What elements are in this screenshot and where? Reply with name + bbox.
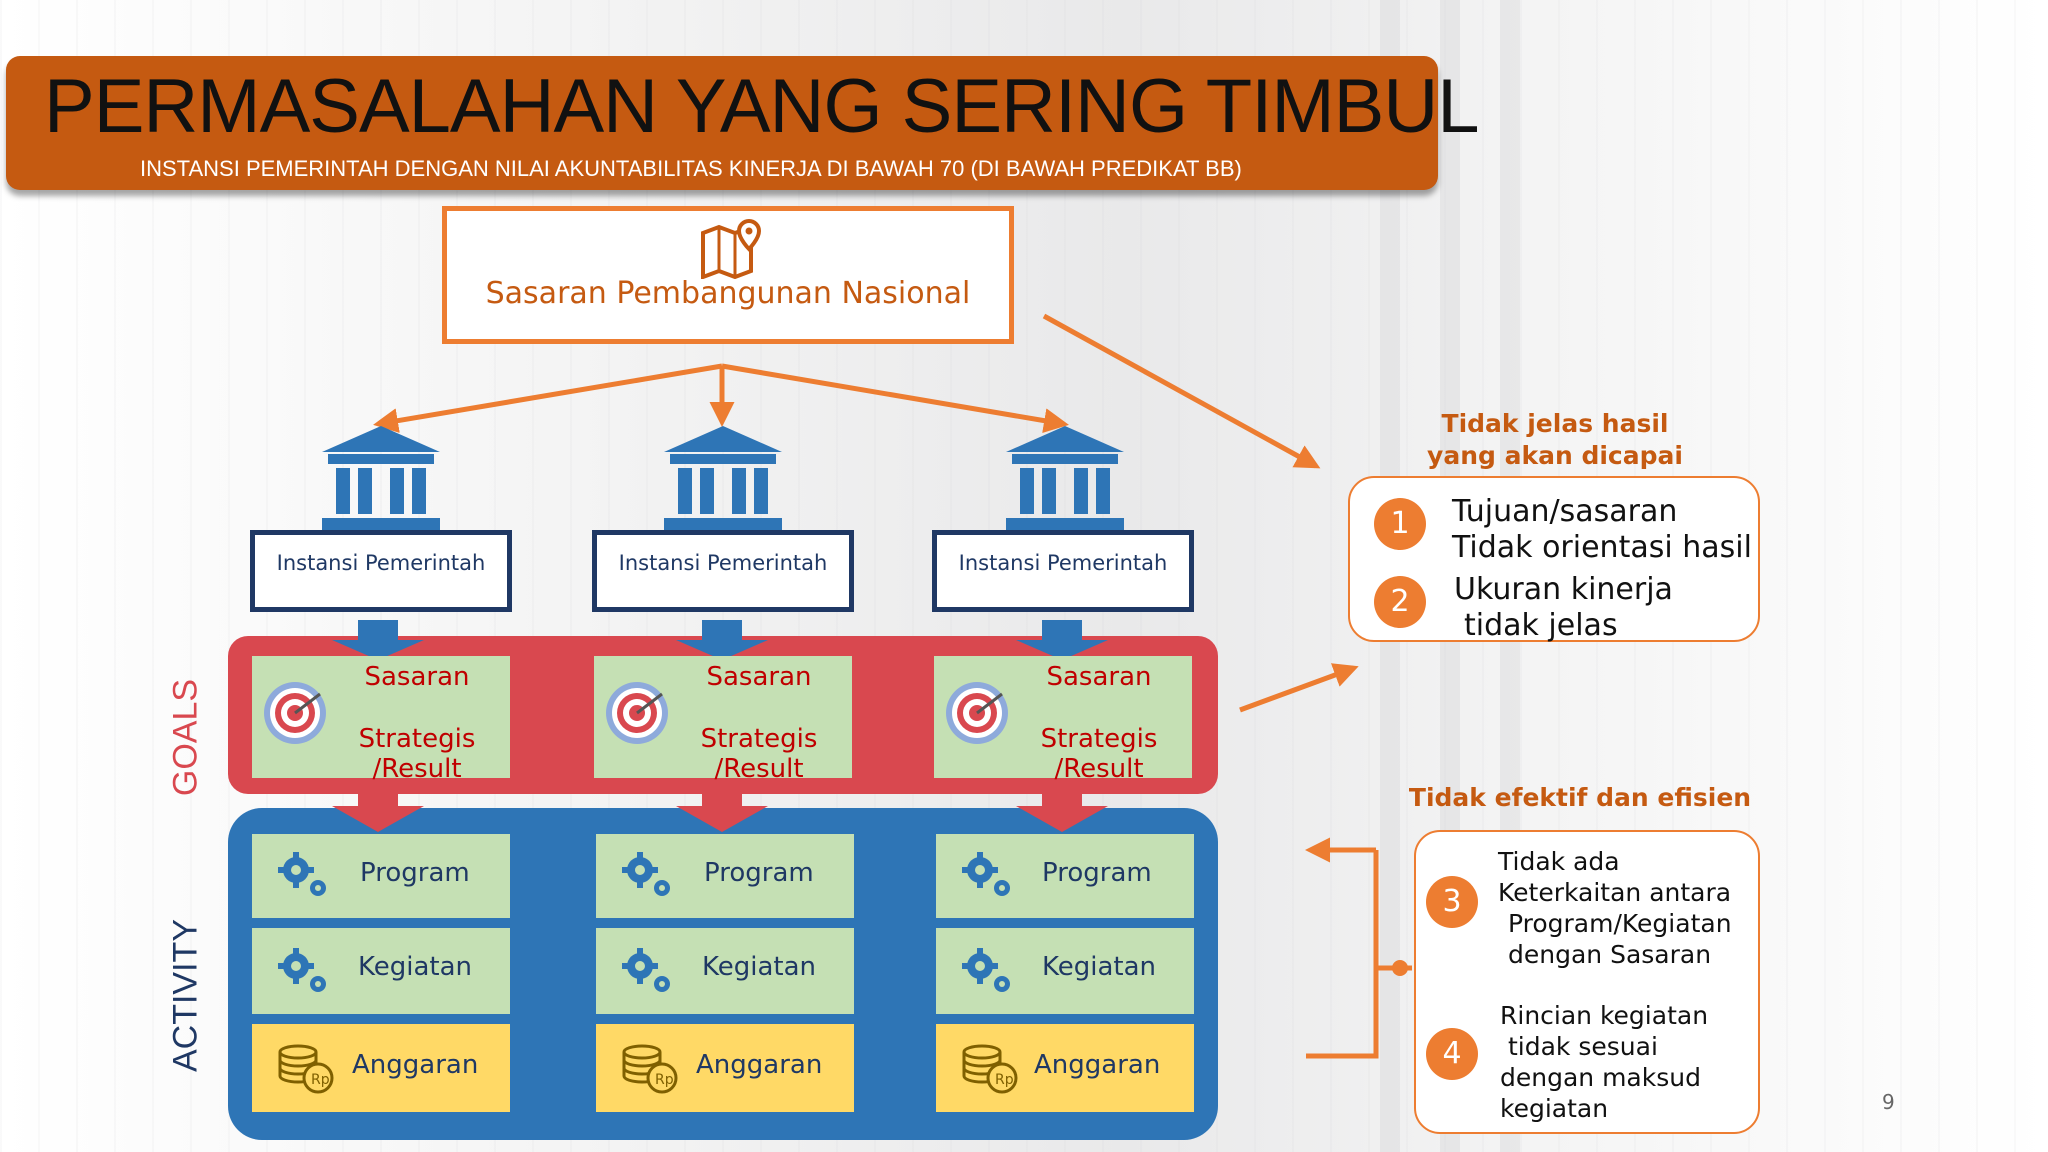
issue-1-line2: Tidak orientasi hasil	[1452, 530, 1752, 565]
instansi-box-3: Instansi Pemerintah	[932, 530, 1194, 612]
gears-icon	[278, 852, 326, 896]
result-label: /Result	[1054, 754, 1144, 784]
target-icon	[264, 682, 326, 744]
issue-box-goals: 1 Tujuan/sasaran Tidak orientasi hasil 2…	[1348, 476, 1760, 643]
page-subtitle: INSTANSI PEMERINTAH DENGAN NILAI AKUNTAB…	[140, 156, 1242, 181]
anggaran-label: Anggaran	[696, 1050, 823, 1080]
issue-3-line3: Program/Kegiatan	[1508, 909, 1732, 938]
kegiatan-label: Kegiatan	[702, 952, 817, 982]
title-bar	[6, 56, 1438, 190]
sasaran-strategis-box-2: Sasaran Strategis /Result	[594, 656, 852, 784]
coins-icon: Rp	[278, 1044, 334, 1094]
government-building-icon	[322, 426, 440, 530]
gears-icon	[962, 852, 1010, 896]
svg-text:Rp: Rp	[655, 1072, 674, 1088]
anggaran-box-1: Rp Anggaran	[252, 1024, 510, 1112]
issue-3-line2: Keterkaitan antara	[1498, 878, 1732, 907]
anggaran-box-3: Rp Anggaran	[936, 1024, 1194, 1112]
coins-icon: Rp	[622, 1044, 678, 1094]
arrow-from-goals	[1239, 663, 1359, 713]
program-label: Program	[360, 858, 470, 888]
map-icon	[701, 219, 762, 279]
coins-icon: Rp	[962, 1044, 1018, 1094]
instansi-box-2: Instansi Pemerintah	[592, 530, 854, 612]
issue-number-4: 4	[1426, 1028, 1478, 1080]
arrow-to-issue-goals	[1042, 313, 1321, 469]
kegiatan-box-2: Kegiatan	[596, 928, 854, 1014]
instansi-box-1: Instansi Pemerintah	[250, 530, 512, 612]
svg-text:Rp: Rp	[995, 1072, 1014, 1088]
issue-3-line4: dengan Sasaran	[1508, 940, 1712, 969]
issue-heading-goals-line2: yang akan dicapai	[1427, 441, 1683, 470]
arrow-to-instansi-1	[373, 363, 723, 434]
issue-4-line4: kegiatan	[1500, 1094, 1609, 1123]
program-box-1: Program	[252, 834, 510, 918]
gears-icon	[278, 948, 326, 992]
issue-4-line3: dengan maksud	[1500, 1063, 1701, 1092]
arrow-to-instansi-3	[721, 363, 1069, 433]
kegiatan-label: Kegiatan	[1042, 952, 1157, 982]
issue-heading-goals-line1: Tidak jelas hasil	[1441, 409, 1669, 438]
kegiatan-label: Kegiatan	[358, 952, 473, 982]
bracket-activity	[1306, 850, 1379, 1059]
gears-icon	[622, 948, 670, 992]
sasaran-pembangunan-label: Sasaran Pembangunan Nasional	[485, 276, 971, 311]
page-number: 9	[1882, 1090, 1895, 1114]
program-label: Program	[1042, 858, 1152, 888]
page-title: PERMASALAHAN YANG SERING TIMBUL	[44, 64, 1480, 149]
anggaran-label: Anggaran	[352, 1050, 479, 1080]
strategis-label: Strategis	[1040, 724, 1158, 754]
svg-text:Rp: Rp	[311, 1072, 330, 1088]
strategis-label: Strategis	[700, 724, 818, 754]
target-icon	[946, 682, 1008, 744]
result-label: /Result	[372, 754, 462, 784]
anggaran-label: Anggaran	[1034, 1050, 1161, 1080]
sasaran-strategis-box-3: Sasaran Strategis /Result	[934, 656, 1192, 784]
issue-number-2: 2	[1374, 576, 1426, 628]
issue-2-line1: Ukuran kinerja	[1454, 572, 1673, 607]
program-label: Program	[704, 858, 814, 888]
issue-3-line1: Tidak ada	[1498, 847, 1620, 876]
issue-number-3: 3	[1426, 876, 1478, 928]
sasaran-pembangunan-node: Sasaran Pembangunan Nasional	[442, 206, 1014, 344]
sasaran-label: Sasaran	[1046, 662, 1152, 692]
sasaran-label: Sasaran	[706, 662, 812, 692]
sasaran-strategis-box-1: Sasaran Strategis /Result	[252, 656, 510, 784]
anggaran-box-2: Rp Anggaran	[596, 1024, 854, 1112]
result-label: /Result	[714, 754, 804, 784]
government-building-icon	[1006, 426, 1124, 530]
strategis-label: Strategis	[358, 724, 476, 754]
sasaran-label: Sasaran	[364, 662, 470, 692]
target-icon	[606, 682, 668, 744]
issue-1-line1: Tujuan/sasaran	[1452, 494, 1678, 529]
gears-icon	[622, 852, 670, 896]
issue-number-1: 1	[1374, 498, 1426, 550]
issue-2-line2: tidak jelas	[1464, 608, 1618, 643]
program-box-3: Program	[936, 834, 1194, 918]
issue-box-activity: 3 Tidak ada Keterkaitan antara Program/K…	[1414, 830, 1760, 1134]
bracket-dot	[1392, 960, 1408, 976]
issue-4-line1: Rincian kegiatan	[1500, 1001, 1709, 1030]
issue-heading-activity: Tidak efektif dan efisien	[1408, 783, 1752, 812]
gears-icon	[962, 948, 1010, 992]
program-box-2: Program	[596, 834, 854, 918]
government-building-icon	[664, 426, 782, 530]
kegiatan-box-1: Kegiatan	[252, 928, 510, 1014]
issue-4-line2: tidak sesuai	[1508, 1032, 1658, 1061]
kegiatan-box-3: Kegiatan	[936, 928, 1194, 1014]
